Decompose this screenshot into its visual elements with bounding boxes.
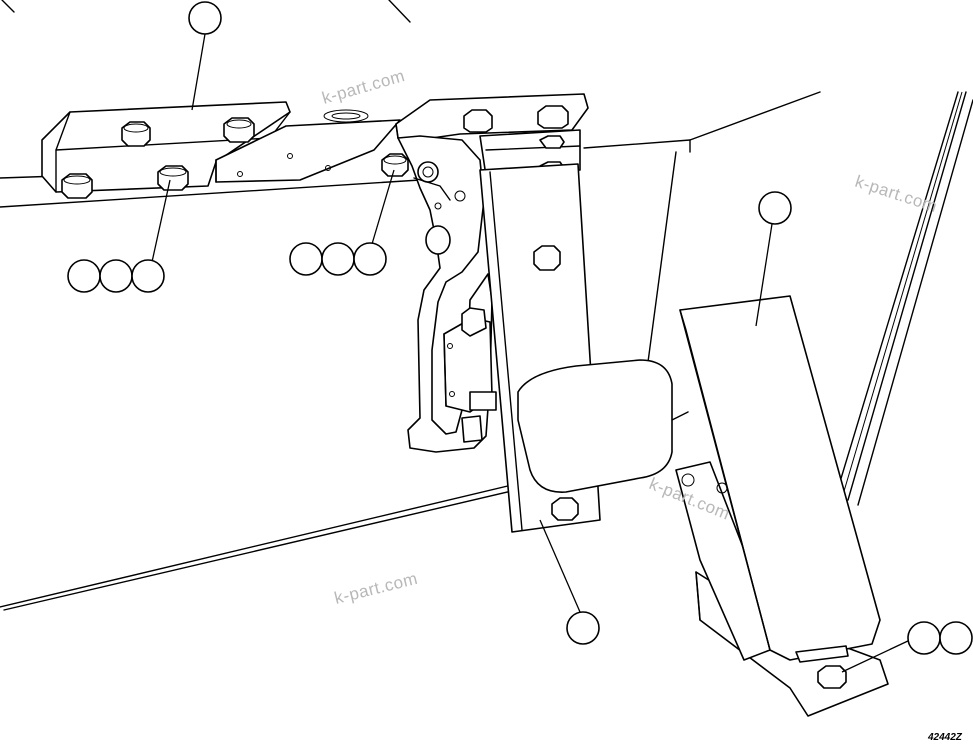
brake-pedal-pad <box>517 359 689 493</box>
bolt <box>157 165 189 191</box>
callout-bubble <box>67 259 101 293</box>
pedal-bracket-top <box>395 93 589 177</box>
bolt <box>223 117 255 143</box>
leader-line <box>151 179 171 263</box>
leader-line <box>539 519 581 613</box>
bolt <box>61 173 93 199</box>
bolt <box>121 121 151 147</box>
watermark: k-part.com <box>853 172 940 216</box>
callout-bubble <box>188 1 222 35</box>
mounting-plate-center <box>215 109 401 183</box>
accelerator-pedal <box>675 295 889 717</box>
callout-bubble <box>321 242 355 276</box>
watermark: k-part.com <box>332 569 419 608</box>
callouts <box>67 1 973 673</box>
watermark: k-part.com <box>320 66 407 108</box>
callout-bubble <box>131 259 165 293</box>
leader-line <box>755 223 773 327</box>
callout-bubble <box>353 242 387 276</box>
callout-bubble <box>99 259 133 293</box>
leader-line <box>371 169 395 245</box>
callout-bubble <box>907 621 941 655</box>
micro-switch <box>443 307 497 443</box>
callout-bubble <box>939 621 973 655</box>
callout-bubble <box>566 611 600 645</box>
window-frame <box>835 91 973 506</box>
callout-bubble <box>289 242 323 276</box>
bolt <box>381 153 409 177</box>
callout-bubble <box>758 191 792 225</box>
cab-panel <box>0 0 821 611</box>
leader-line <box>191 33 206 111</box>
drawing-number: 42442Z <box>927 732 963 743</box>
bolt-group-bracket <box>61 117 409 199</box>
leader-line <box>841 639 911 673</box>
